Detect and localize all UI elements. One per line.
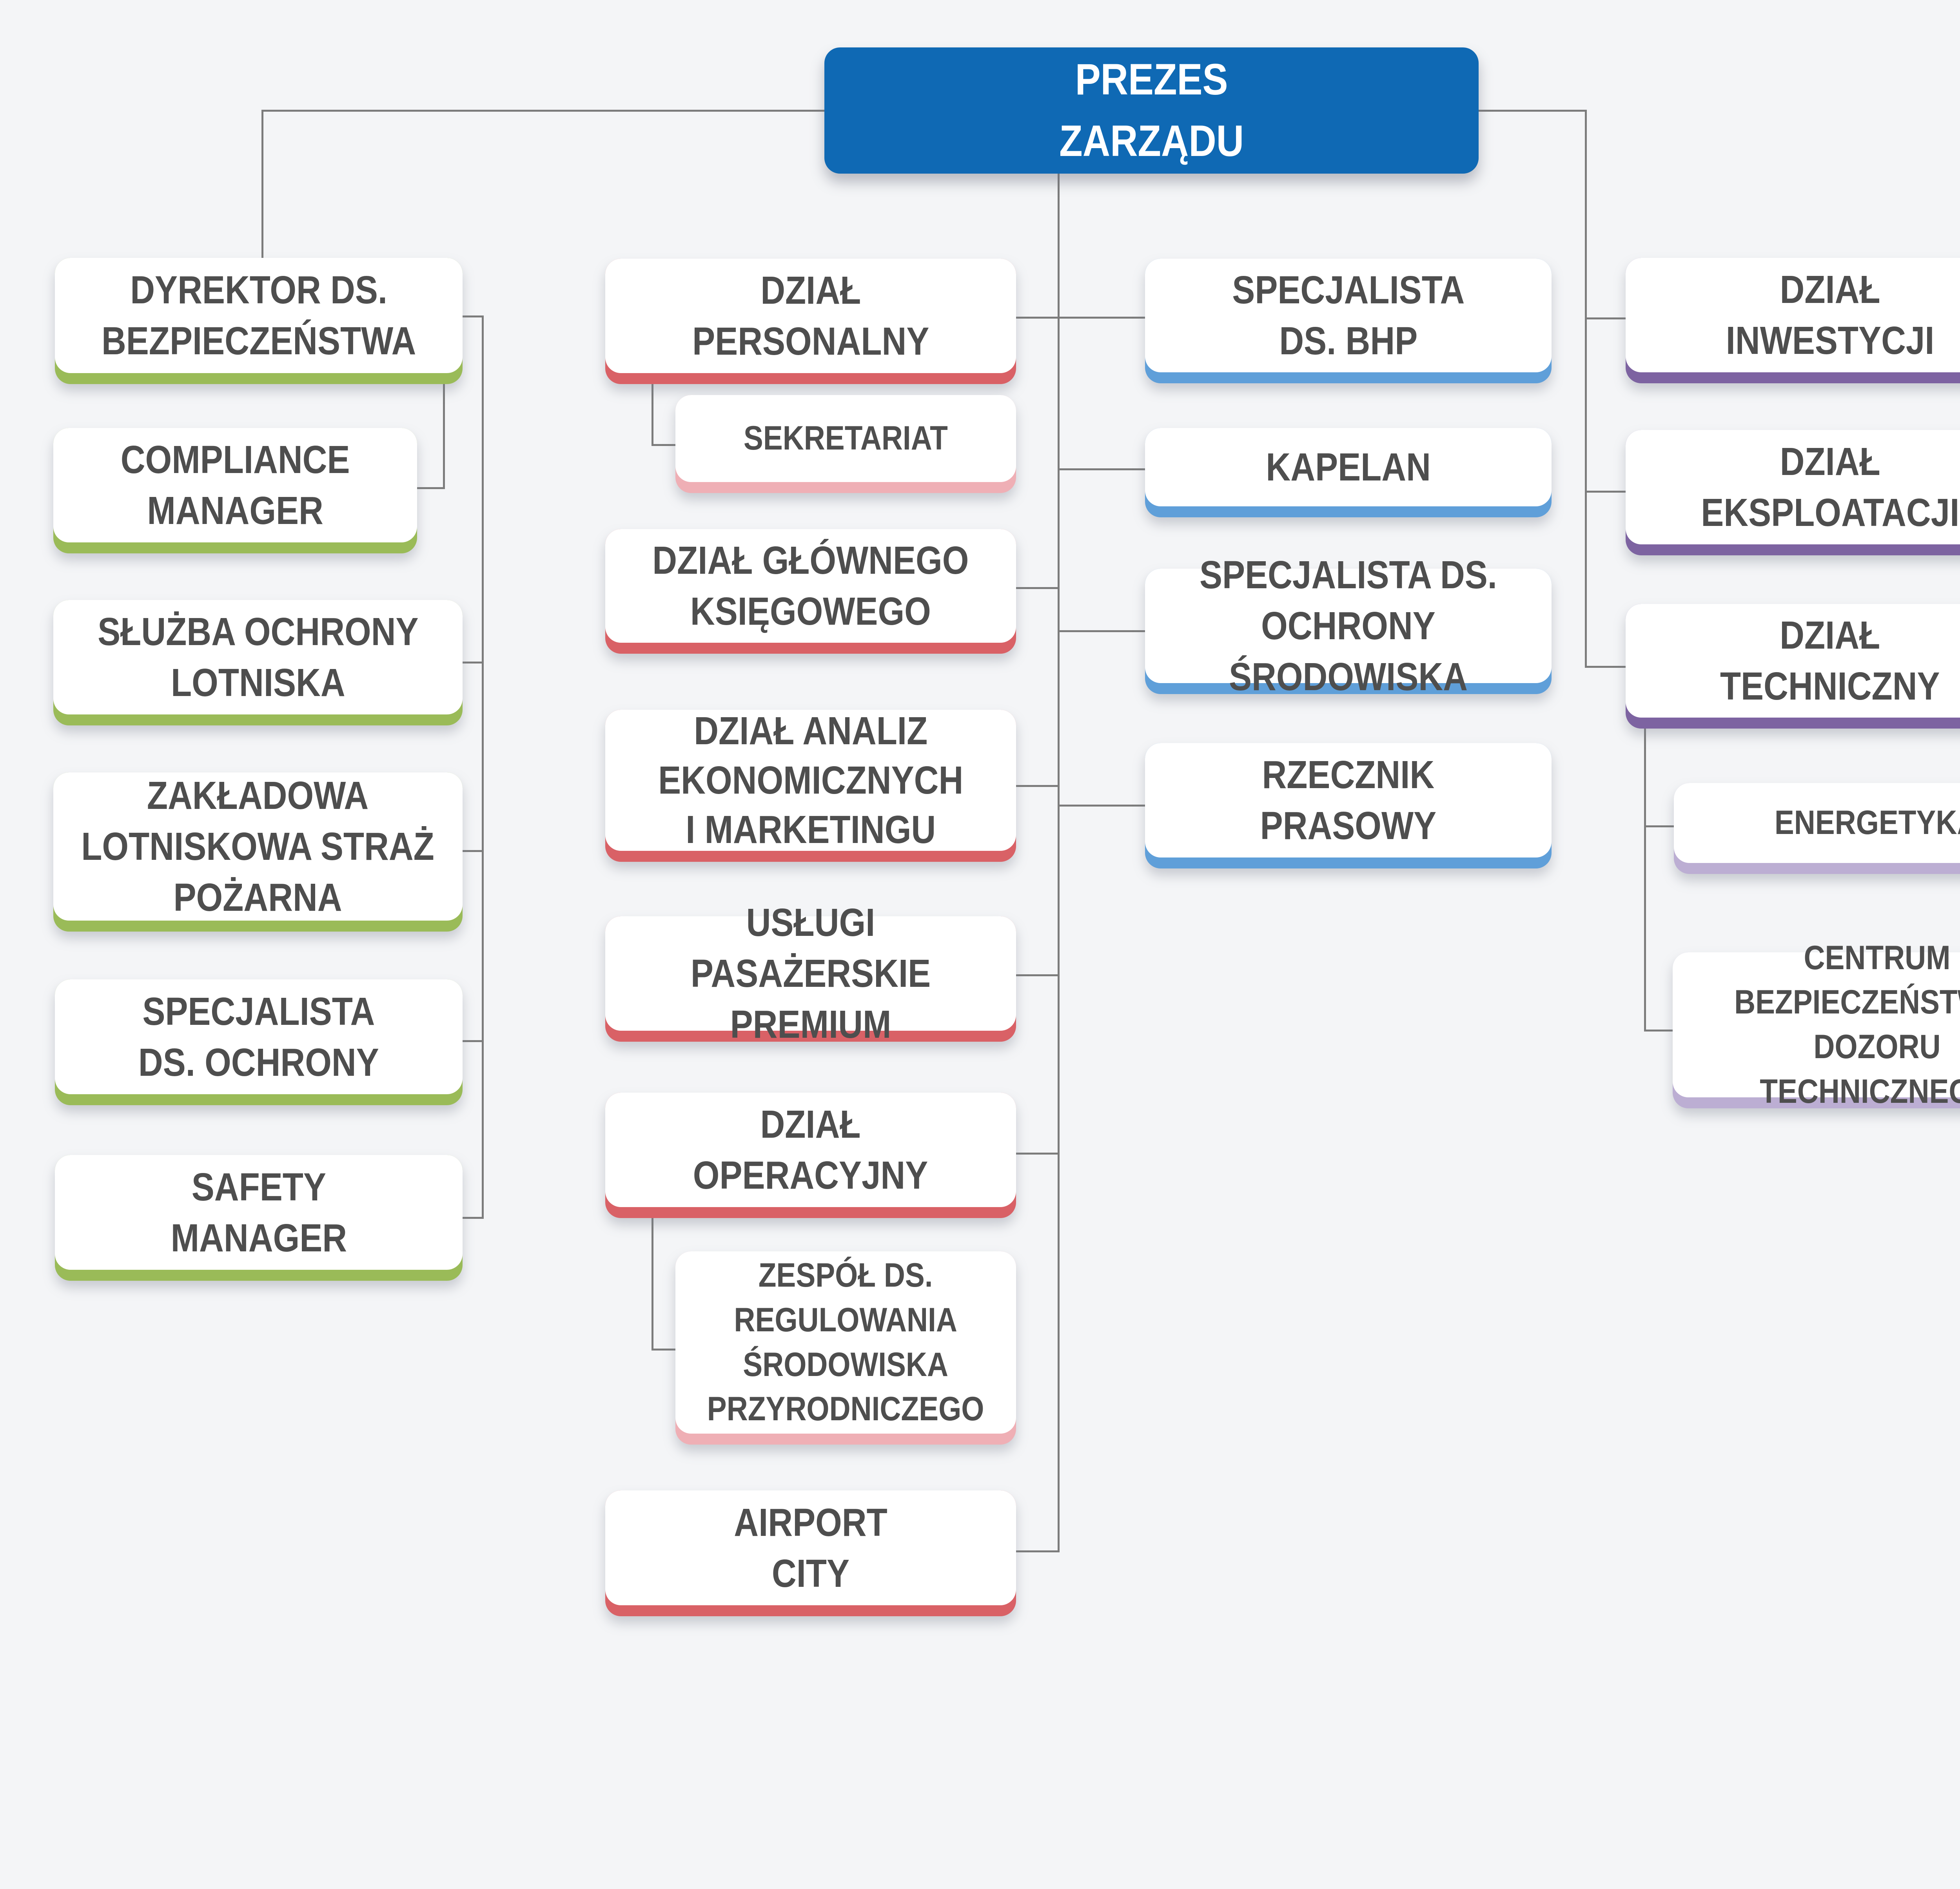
- node-label: DYREKTOR DS. BEZPIECZEŃSTWA: [101, 268, 416, 363]
- node-card: PREZES ZARZĄDU: [824, 47, 1479, 174]
- connector-techniczny-trunk: [1644, 729, 1646, 1032]
- connector-right-trunk: [1585, 110, 1587, 668]
- node-sekretariat: SEKRETARIAT: [675, 395, 1016, 493]
- node-label: DZIAŁ OPERACYJNY: [693, 1102, 928, 1197]
- node-label: DZIAŁ INWESTYCJI: [1726, 268, 1935, 363]
- node-prezes-zarzadu: PREZES ZARZĄDU: [824, 47, 1479, 174]
- connector-stub-spec-ochrony: [463, 1040, 482, 1042]
- node-label: SEKRETARIAT: [744, 419, 948, 457]
- connector-stub-airport: [1016, 1550, 1059, 1552]
- node-label: AIRPORT CITY: [734, 1500, 887, 1595]
- node-dzial-operacyjny: DZIAŁ OPERACYJNY: [605, 1093, 1016, 1218]
- node-compliance-manager: COMPLIANCE MANAGER: [53, 428, 417, 553]
- node-label: DZIAŁ PERSONALNY: [692, 268, 929, 363]
- connector-stub-zakladowa: [463, 850, 482, 852]
- connector-prezes-dyrektor: [261, 110, 263, 259]
- node-dzial-techniczny: DZIAŁ TECHNICZNY: [1626, 604, 1960, 729]
- node-specjalista-ds-bhp: SPECJALISTA DS. BHP: [1145, 259, 1552, 383]
- connector-personalny-sekretariat-v: [652, 384, 653, 446]
- node-dyrektor-ds-bezpieczenstwa: DYREKTOR DS. BEZPIECZEŃSTWA: [55, 258, 463, 384]
- connector-stub-safety: [463, 1217, 482, 1219]
- connector-stub-bhp: [1058, 317, 1145, 319]
- node-label: DZIAŁ ANALIZ EKONOMICZNYCH I MARKETINGU: [658, 709, 964, 852]
- connector-stub-energetyka: [1644, 825, 1674, 827]
- connector-stub-analiz: [1016, 785, 1059, 787]
- node-label: USŁUGI PASAŻERSKIE PREMIUM: [690, 901, 931, 1046]
- connector-stub-rzecznik: [1058, 805, 1145, 807]
- connector-operacyjny-zespol-v: [652, 1218, 653, 1351]
- connector-stub-centrum: [1644, 1030, 1673, 1032]
- node-label: ENERGETYKA: [1775, 804, 1960, 842]
- node-label: ZAKŁADOWA LOTNISKOWA STRAŻ POŻARNA: [81, 774, 435, 919]
- node-label: COMPLIANCE MANAGER: [120, 438, 350, 533]
- node-centrum-bezpieczenstwa-i-dozoru-technicznego: CENTRUM BEZPIECZEŃSTWA I DOZORU TECHNICZ…: [1673, 939, 1960, 1110]
- node-label: PREZES ZARZĄDU: [1059, 55, 1244, 165]
- connector-stub-uslugi: [1016, 974, 1059, 976]
- connector-stub-inwestycji: [1585, 317, 1626, 319]
- node-uslugi-pasazerskie-premium: USŁUGI PASAŻERSKIE PREMIUM: [605, 901, 1016, 1046]
- connector-security-trunk: [482, 315, 484, 1219]
- connector-stub-dyrektor-out: [463, 315, 484, 317]
- connector-prezes-right: [1479, 110, 1586, 112]
- connector-dyrektor-compliance-h: [417, 487, 443, 489]
- connector-stub-sluzba: [463, 662, 482, 664]
- connector-prezes-left: [261, 110, 824, 112]
- node-specjalista-ds-ochrony: SPECJALISTA DS. OCHRONY: [55, 979, 463, 1105]
- node-zespol-ds-regulowania-srodowiska-przyrodniczego: ZESPÓŁ DS. REGULOWANIA ŚRODOWISKA PRZYRO…: [675, 1251, 1016, 1445]
- connector-stub-ksiegowego: [1016, 587, 1059, 589]
- node-label: DZIAŁ TECHNICZNY: [1720, 613, 1940, 708]
- node-label: ZESPÓŁ DS. REGULOWANIA ŚRODOWISKA PRZYRO…: [707, 1256, 984, 1428]
- node-label: SAFETY MANAGER: [171, 1165, 347, 1260]
- connector-stub-srodowiska: [1058, 630, 1145, 632]
- node-rzecznik-prasowy: RZECZNIK PRASOWY: [1145, 743, 1552, 868]
- connector-central-trunk: [1058, 174, 1060, 1552]
- node-safety-manager: SAFETY MANAGER: [55, 1155, 463, 1281]
- node-label: DZIAŁ EKSPLOATACJI: [1700, 440, 1959, 535]
- connector-stub-kapelan: [1058, 468, 1145, 470]
- node-label: SPECJALISTA DS. BHP: [1232, 268, 1465, 363]
- node-kapelan: KAPELAN: [1145, 428, 1552, 517]
- node-dzial-glownego-ksiegowego: DZIAŁ GŁÓWNEGO KSIĘGOWEGO: [605, 529, 1016, 654]
- node-energetyka: ENERGETYKA: [1674, 783, 1960, 874]
- node-dzial-personalny: DZIAŁ PERSONALNY: [605, 259, 1016, 384]
- node-specjalista-ds-ochrony-srodowiska: SPECJALISTA DS. OCHRONY ŚRODOWISKA: [1145, 553, 1552, 699]
- node-label: SŁUŻBA OCHRONY LOTNISKA: [97, 610, 419, 705]
- node-dzial-inwestycji: DZIAŁ INWESTYCJI: [1626, 258, 1960, 383]
- connector-personalny-sekretariat-h: [652, 444, 675, 446]
- node-dzial-analiz-ekonomicznych-i-marketingu: DZIAŁ ANALIZ EKONOMICZNYCH I MARKETINGU: [605, 709, 1016, 862]
- node-label: SPECJALISTA DS. OCHRONY: [138, 989, 379, 1084]
- node-zakladowa-lotniskowa-straz-pozarna: ZAKŁADOWA LOTNISKOWA STRAŻ POŻARNA: [53, 772, 463, 932]
- connector-stub-techniczny: [1585, 666, 1626, 668]
- connector-dyrektor-compliance-v: [443, 383, 445, 489]
- node-label: KAPELAN: [1266, 445, 1431, 489]
- connector-stub-personalny: [1016, 317, 1059, 319]
- node-label: DZIAŁ GŁÓWNEGO KSIĘGOWEGO: [652, 538, 969, 633]
- connector-stub-eksploatacji: [1585, 491, 1626, 493]
- node-label: CENTRUM BEZPIECZEŃSTWA I DOZORU TECHNICZ…: [1734, 939, 1960, 1110]
- node-sluzba-ochrony-lotniska: SŁUŻBA OCHRONY LOTNISKA: [53, 600, 463, 725]
- node-airport-city: AIRPORT CITY: [605, 1490, 1016, 1616]
- node-label: SPECJALISTA DS. OCHRONY ŚRODOWISKA: [1200, 553, 1497, 699]
- connector-operacyjny-zespol-h: [652, 1349, 675, 1351]
- connector-stub-operacyjny: [1016, 1153, 1059, 1155]
- node-dzial-eksploatacji: DZIAŁ EKSPLOATACJI: [1626, 430, 1960, 555]
- node-label: RZECZNIK PRASOWY: [1260, 753, 1437, 848]
